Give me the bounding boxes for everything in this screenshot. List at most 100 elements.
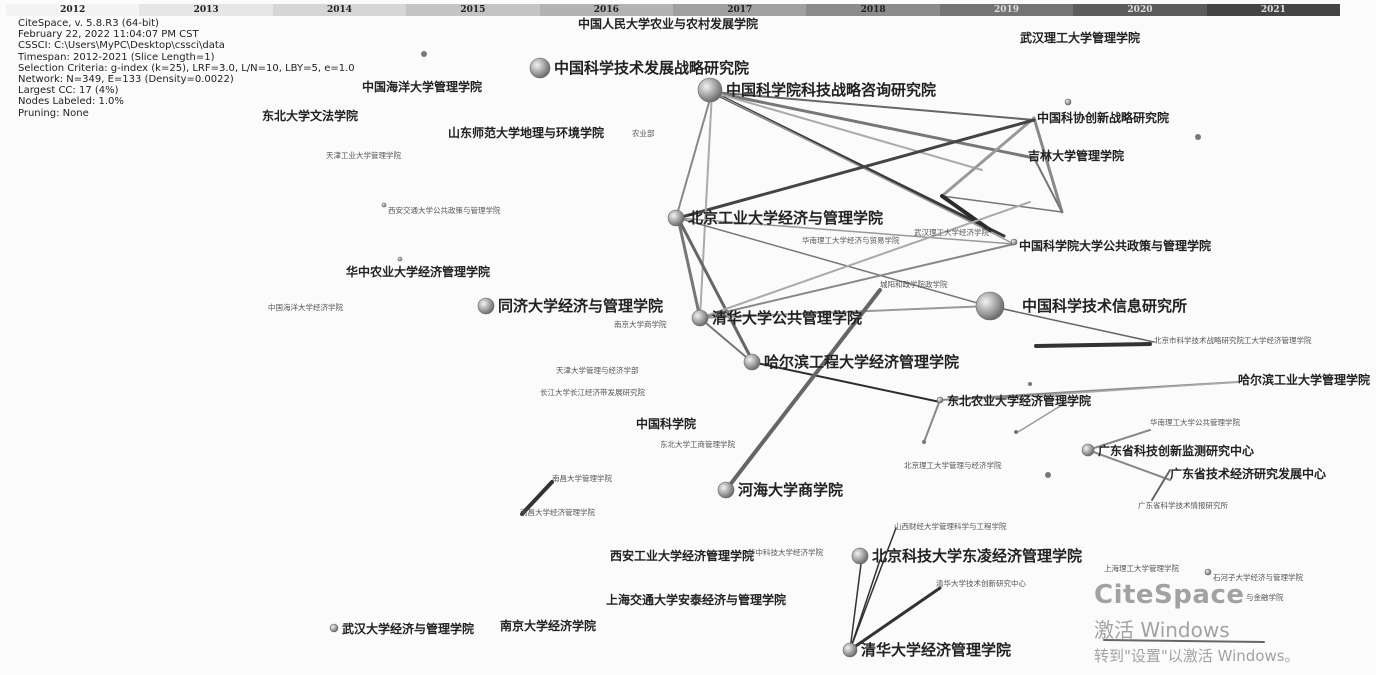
node-label[interactable]: 南京大学经济学院 [500, 618, 596, 633]
network-node[interactable]: 西安工业大学经济管理学院 [610, 548, 754, 563]
node-label[interactable]: 河海大学商学院 [738, 481, 843, 499]
node-label[interactable]: 上海交通大学安泰经济与管理学院 [606, 592, 786, 607]
network-node-dot[interactable] [1028, 382, 1032, 386]
network-node[interactable]: 天津大学管理与经济学部 [556, 365, 639, 375]
network-node-dot[interactable] [1045, 472, 1051, 478]
node-label[interactable]: 华南理工大学公共管理学院 [1150, 417, 1240, 427]
node-label[interactable]: 上海理工大学管理学院 [1104, 563, 1179, 573]
network-node-dot[interactable] [1014, 430, 1018, 434]
network-node[interactable]: 华南理工大学公共管理学院 [1150, 417, 1240, 427]
network-node[interactable]: 中国科学院 [636, 416, 696, 431]
node-label[interactable]: 中国海洋大学经济学院 [268, 302, 343, 312]
node-circle[interactable] [975, 291, 1005, 321]
node-label[interactable]: 西安工业大学经济管理学院 [610, 548, 754, 563]
node-circle[interactable] [717, 481, 735, 499]
network-node[interactable]: 中国人民大学农业与农村发展学院 [578, 16, 758, 31]
node-label[interactable]: 清华大学技术创新研究中心 [936, 578, 1026, 588]
network-node[interactable]: 武汉理工大学经济学院 [914, 227, 989, 237]
node-circle[interactable] [1204, 568, 1212, 576]
node-label[interactable]: 华中科技大学经济学院 [748, 547, 823, 557]
node-circle[interactable] [397, 256, 403, 262]
node-circle[interactable] [1081, 443, 1095, 457]
network-node[interactable]: 清华大学公共管理学院 [691, 309, 862, 327]
network-node[interactable]: 中国科学院大学公共政策与管理学院 [1010, 238, 1211, 253]
network-node[interactable]: 天津工业大学管理学院 [326, 150, 401, 160]
node-label[interactable]: 中国科学技术信息研究所 [1022, 297, 1187, 315]
network-node[interactable]: 南昌大学经济管理学院 [520, 507, 595, 517]
node-circle[interactable] [529, 57, 551, 79]
network-node[interactable]: 农业部 [632, 128, 655, 138]
node-circle[interactable] [842, 642, 858, 658]
node-circle[interactable] [936, 396, 944, 404]
network-node[interactable]: 清华大学技术创新研究中心 [936, 578, 1026, 588]
network-node[interactable]: 华中农业大学经济管理学院 [346, 256, 490, 279]
node-circle[interactable] [329, 623, 339, 633]
network-node-dot[interactable] [834, 310, 838, 314]
node-label[interactable]: 北京科技大学东凌经济管理学院 [872, 547, 1082, 565]
network-node[interactable]: 哈尔滨工业大学管理学院 [1238, 372, 1370, 387]
node-label[interactable]: 石河子大学经济与管理学院 [1213, 572, 1303, 582]
node-label[interactable]: 华中农业大学经济管理学院 [346, 264, 490, 279]
node-label[interactable]: 山东师范大学地理与环境学院 [448, 125, 604, 140]
network-node-dot[interactable] [421, 51, 427, 57]
node-label[interactable]: 西安交通大学公共政策与管理学院 [388, 205, 501, 215]
network-node[interactable]: 中国海洋大学经济学院 [268, 302, 343, 312]
node-label[interactable]: 天津工业大学管理学院 [326, 150, 401, 160]
node-label[interactable]: 东北大学工商管理学院 [660, 439, 735, 449]
node-label[interactable]: 东北大学文法学院 [262, 108, 358, 123]
node-label[interactable]: 中国科学院 [636, 416, 696, 431]
node-label[interactable]: 清华大学经济管理学院 [861, 641, 1011, 659]
network-node-dot[interactable] [1195, 134, 1201, 140]
network-node[interactable]: 石河子大学经济与管理学院 [1204, 568, 1303, 582]
node-label[interactable]: 城阳和政学院政学院 [880, 279, 948, 289]
node-label[interactable]: 北京市科学技术战略研究院工大学经济管理学院 [1154, 335, 1312, 345]
network-node[interactable]: 武汉理工大学管理学院 [1020, 30, 1140, 45]
network-node[interactable]: 东北农业大学经济管理学院 [936, 393, 1091, 408]
node-circle[interactable] [851, 547, 869, 565]
node-label[interactable]: 华南理工大学经济与贸易学院 [802, 235, 900, 245]
network-node[interactable]: 吉林大学管理学院 [1028, 148, 1124, 163]
network-node[interactable]: 城阳和政学院政学院 [880, 279, 948, 289]
network-node[interactable]: 武汉大学经济与管理学院 [329, 621, 474, 636]
network-node[interactable]: 中国科学技术信息研究所 [975, 291, 1187, 321]
node-circle[interactable] [667, 209, 685, 227]
node-label[interactable]: 中国科协创新战略研究院 [1037, 110, 1169, 125]
network-node[interactable]: 山东师范大学地理与环境学院 [448, 125, 604, 140]
node-circle[interactable] [477, 297, 495, 315]
node-label[interactable]: 南京大学商学院 [614, 319, 667, 329]
network-node[interactable]: 中国科协创新战略研究院 [1037, 98, 1169, 125]
node-circle[interactable] [743, 353, 761, 371]
network-node[interactable]: 中国海洋大学管理学院 [362, 79, 482, 94]
node-circle[interactable] [697, 77, 723, 103]
node-label[interactable]: 北京工业大学经济与管理学院 [688, 209, 883, 227]
node-label[interactable]: 中国科学院科技战略咨询研究院 [726, 81, 936, 99]
node-label[interactable]: 广东省科技创新监测研究中心 [1098, 443, 1254, 458]
node-label[interactable]: 清华大学公共管理学院 [712, 309, 862, 327]
node-label[interactable]: 与金融学院 [1246, 592, 1284, 602]
node-label[interactable]: 南昌大学管理学院 [552, 473, 612, 483]
network-node[interactable]: 与金融学院 [1246, 592, 1284, 602]
node-label[interactable]: 武汉大学经济与管理学院 [342, 621, 474, 636]
network-node[interactable]: 广东省科技创新监测研究中心 [1081, 443, 1254, 458]
network-node[interactable]: 上海交通大学安泰经济与管理学院 [606, 592, 786, 607]
node-label[interactable]: 哈尔滨工业大学管理学院 [1238, 372, 1370, 387]
network-node[interactable]: 南昌大学管理学院 [552, 473, 612, 483]
node-label[interactable]: 中国科学技术发展战略研究院 [554, 59, 749, 77]
node-label[interactable]: 广东省技术经济研究发展中心 [1170, 466, 1326, 481]
node-label[interactable]: 天津大学管理与经济学部 [556, 365, 639, 375]
network-node[interactable]: 北京理工大学管理与经济学院 [904, 460, 1002, 470]
network-node[interactable]: 广东省技术经济研究发展中心 [1170, 466, 1326, 481]
network-node[interactable]: 南京大学经济学院 [500, 618, 596, 633]
node-circle[interactable] [1064, 98, 1072, 106]
network-node[interactable]: 华南理工大学经济与贸易学院 [802, 235, 900, 245]
network-node[interactable]: 同济大学经济与管理学院 [477, 297, 663, 315]
node-label[interactable]: 同济大学经济与管理学院 [498, 297, 663, 315]
node-label[interactable]: 东北农业大学经济管理学院 [947, 393, 1091, 408]
network-node[interactable]: 西安交通大学公共政策与管理学院 [381, 202, 501, 215]
network-node[interactable]: 哈尔滨工程大学经济管理学院 [743, 353, 959, 371]
node-label[interactable]: 中国海洋大学管理学院 [362, 79, 482, 94]
network-node[interactable]: 广东省科学技术情报研究所 [1138, 500, 1228, 510]
node-circle[interactable] [1010, 238, 1018, 246]
node-label[interactable]: 哈尔滨工程大学经济管理学院 [764, 353, 959, 371]
